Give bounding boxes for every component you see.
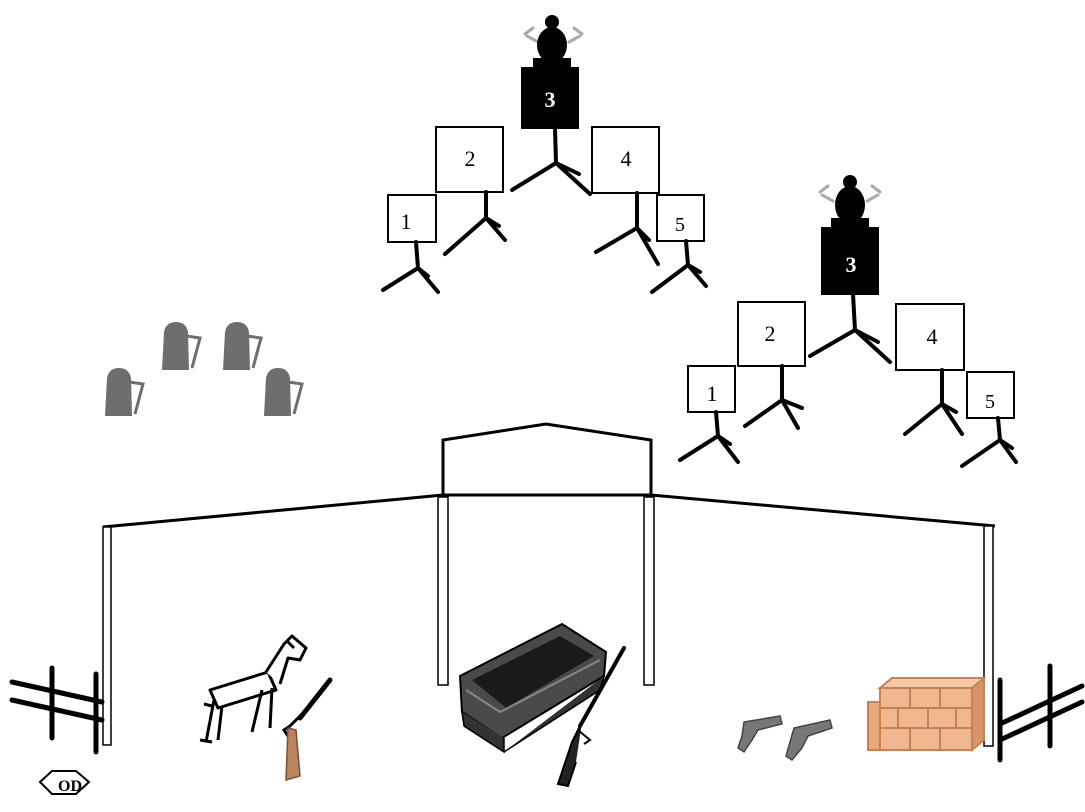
target-3-label: 3 [846,252,857,277]
revolver-icon [737,715,783,754]
shotgun-icon [281,677,333,782]
bad-guy-silhouette-icon [523,15,584,68]
shed-structure [102,422,996,747]
target-4 [895,303,965,371]
target-1 [687,365,736,413]
target-5 [966,371,1015,419]
target-4-label: 4 [621,146,632,171]
target-2 [737,301,806,367]
post-right [983,525,994,747]
fence-icon [9,665,105,755]
wooden-horse-icon [199,634,308,744]
target-group-b [678,175,1018,468]
target-5-label: 5 [675,214,685,236]
knockdown-plate-icon [223,322,263,370]
post-center-right [643,496,655,686]
rifle-icon [556,646,626,788]
target-2-label: 2 [465,146,476,171]
target-5 [656,194,705,242]
target-2-label: 2 [765,321,776,346]
knockdown-plate-icon [162,322,202,370]
target-4 [591,126,660,194]
target-1-label: 1 [401,209,412,234]
bad-guy-silhouette-icon [818,175,882,228]
start-position-hexagon-icon [38,770,91,795]
revolver-pair-icon [737,715,833,761]
fence-icon [997,663,1085,763]
crate-stack-icon [867,675,987,753]
revolver-icon [785,719,833,761]
shed-gable [441,422,653,495]
knockdown-plate-icon [264,368,304,416]
target-3 [521,67,579,129]
post-left [102,526,112,746]
target-3 [821,227,879,295]
knockdown-plate-icon [105,368,145,416]
target-2 [435,126,504,193]
target-3-label: 3 [545,87,556,112]
target-1 [387,194,437,243]
start-position-label: OD [58,778,82,795]
target-group-a [381,15,708,294]
target-1-label: 1 [707,381,718,406]
target-4-label: 4 [927,324,938,349]
knockdown-plates [105,322,304,416]
shed-roof [102,493,996,529]
post-center-left [437,496,449,686]
target-5-label: 5 [985,391,995,413]
coffin-icon [458,622,608,754]
